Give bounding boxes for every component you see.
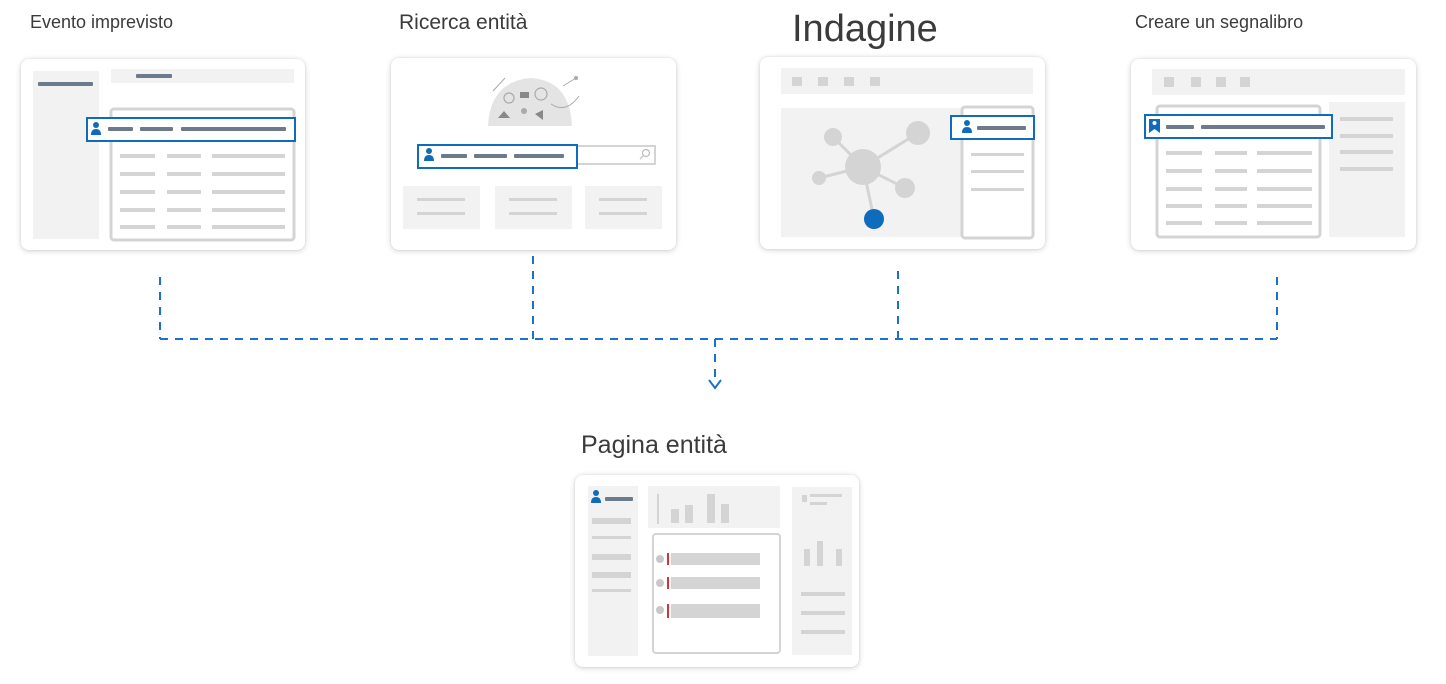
search-icon [641, 148, 651, 158]
entity-page-title: Pagina entità [581, 431, 727, 459]
incident-card [21, 59, 305, 250]
investigation-illustration [781, 68, 1035, 240]
entity-search-illustration [403, 76, 662, 229]
entity-row-highlight [86, 117, 296, 142]
person-icon [591, 490, 601, 503]
arrow-down-icon [708, 379, 722, 390]
search-hero-illustration [488, 76, 580, 126]
entity-search-card [391, 58, 676, 250]
investigation-title: Indagine [792, 8, 938, 50]
bookmark-row-highlight [1144, 114, 1333, 139]
incident-title: Evento imprevisto [30, 12, 174, 32]
incident-illustration [33, 69, 296, 242]
investigation-card [760, 57, 1045, 249]
entity-page-card [575, 475, 859, 667]
bookmark-illustration [1144, 69, 1405, 239]
bookmark-icon [1149, 119, 1160, 133]
entity-panel-highlight [950, 115, 1035, 140]
bookmark-title: Creare un segnalibro [1135, 12, 1304, 32]
entity-page-illustration [588, 486, 852, 656]
node-graph-icon [812, 121, 930, 229]
entity-search-box-highlight [417, 144, 578, 169]
entity-search-title: Ricerca entità [399, 11, 528, 34]
bookmark-card [1131, 59, 1416, 250]
alert-list [656, 553, 760, 618]
